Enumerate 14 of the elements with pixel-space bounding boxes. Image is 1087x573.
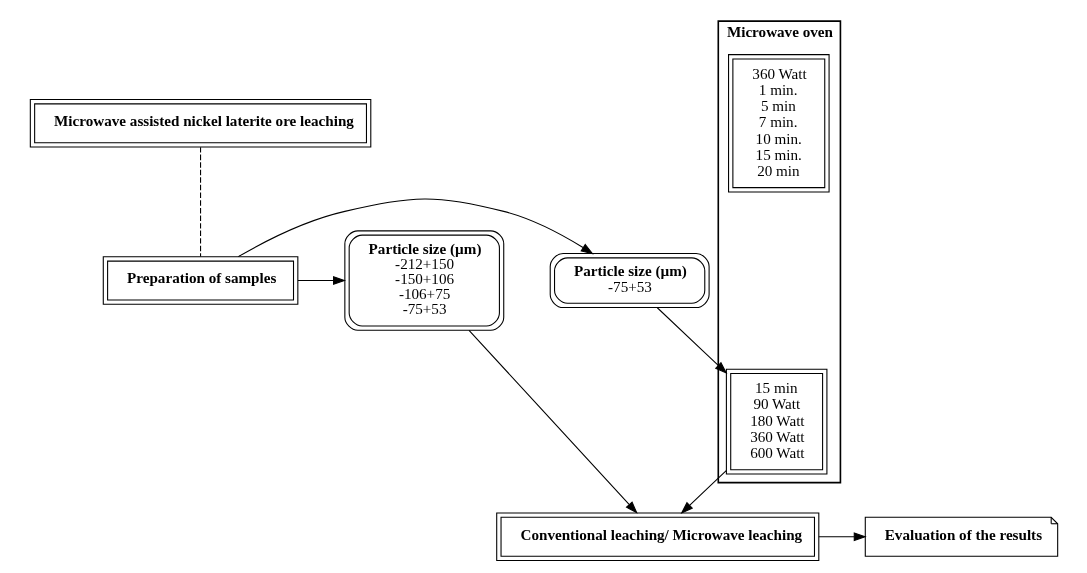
- node-box: Particle size (µm) -212+150 -150+106 -106+75 -75+53: [343, 230, 504, 331]
- arrow: [296, 276, 346, 286]
- node-box: 360 Watt 1 min. 5 min 7 min. 10 min. 15 min. 20 min: [727, 54, 830, 193]
- node-box: Preparation of samples: [102, 256, 298, 305]
- node-box: Microwave assisted nickel laterite ore leaching: [29, 98, 371, 148]
- node-box: 15 min 90 Watt 180 Watt 360 Watt 600 Watt: [725, 368, 827, 475]
- node-box: Particle size (µm) -75+53: [549, 253, 710, 309]
- arrow: [656, 307, 727, 374]
- connector: [199, 146, 201, 258]
- arrow: [817, 532, 867, 542]
- arrow: [468, 329, 638, 514]
- node-box: Conventional leaching/ Microwave leaching: [495, 512, 819, 562]
- arrow: [237, 198, 594, 258]
- arrow: [680, 470, 727, 514]
